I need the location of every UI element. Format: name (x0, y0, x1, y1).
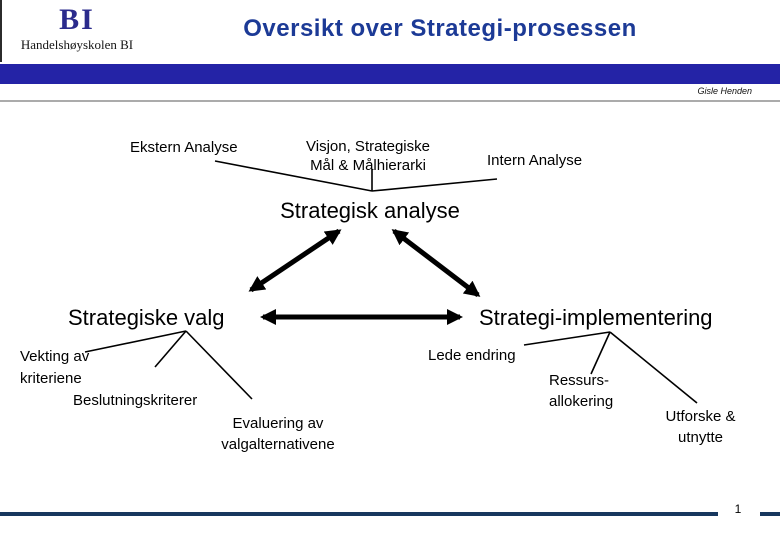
connector-valg-to-evaluering (185, 330, 253, 400)
footer-rule-right (760, 512, 780, 516)
node-beslutningskriterer: Beslutningskriterer (73, 392, 198, 409)
node-strategisk-analyse: Strategisk analyse (280, 198, 460, 223)
author-name: Gisle Henden (697, 86, 752, 96)
node-ressurs-line1: Ressurs- (549, 372, 610, 389)
connector-impl-to-utforske (609, 331, 698, 404)
header-divider (0, 100, 780, 102)
node-evaluering-line2: valgalternativene (221, 436, 335, 453)
node-lede-endring: Lede endring (428, 347, 516, 364)
bi-logo-mark: BI (59, 3, 95, 36)
slide-title: Oversikt over Strategi-prosessen (243, 15, 637, 42)
node-visjon-line1: Visjon, Strategiske (306, 138, 430, 155)
node-vekting-line2: kriteriene (20, 370, 82, 387)
node-intern-analyse: Intern Analyse (487, 152, 583, 169)
left-edge-rule (0, 0, 2, 62)
double-arrow-analyse-implementering (391, 229, 481, 297)
double-arrow-analyse-valg (248, 228, 342, 293)
node-utforske-utnytte: Utforske & utnytte (648, 406, 753, 448)
node-utforske-line2: utnytte (677, 429, 724, 446)
header-bar (0, 64, 780, 84)
node-evaluering: Evaluering av valgalternativene (198, 413, 358, 455)
connector-intern-to-analyse (371, 178, 498, 192)
connector-valg-to-vekting (84, 330, 187, 353)
connector-impl-to-ressurs (590, 331, 611, 375)
node-vekting: Vekting av kriteriene (20, 346, 89, 390)
node-utforske-line1: Utforske & (665, 408, 736, 425)
node-strategiske-valg: Strategiske valg (68, 305, 225, 330)
page-number: 1 (734, 502, 742, 516)
node-ressurs-line2: allokering (549, 393, 614, 410)
node-ressursallokering: Ressurs- allokering (549, 370, 613, 412)
connector-impl-to-lede (523, 331, 611, 346)
node-strategi-implementering: Strategi-implementering (479, 305, 713, 330)
bi-logo-name: Handelshøyskolen BI (20, 37, 134, 52)
node-visjon-line2: Mål & Målhierarki (310, 157, 426, 174)
node-visjon: Visjon, Strategiske Mål & Målhierarki (272, 137, 464, 175)
connector-valg-to-beslutning (154, 330, 187, 368)
footer-rule-left (0, 512, 718, 516)
node-ekstern-analyse: Ekstern Analyse (130, 139, 238, 156)
bi-logo: BI Handelshøyskolen BI (14, 3, 140, 52)
node-evaluering-line1: Evaluering av (232, 415, 324, 432)
node-vekting-line1: Vekting av (20, 348, 90, 365)
